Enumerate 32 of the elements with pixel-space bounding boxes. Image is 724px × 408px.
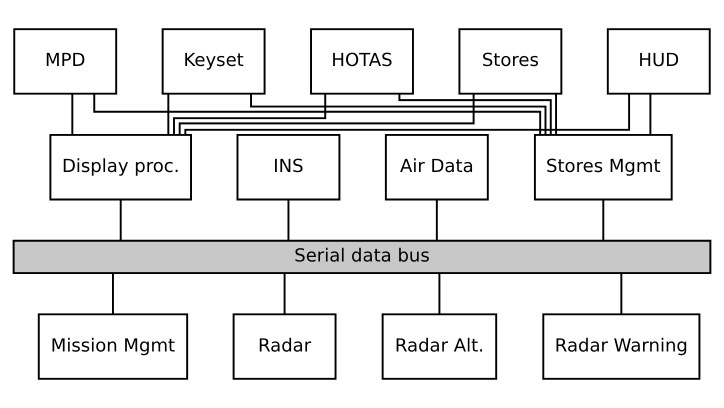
connector bbox=[120, 200, 122, 240]
node-box: Radar Alt. bbox=[382, 313, 498, 380]
node-box: INS bbox=[236, 134, 340, 200]
connector bbox=[649, 94, 652, 135]
connector bbox=[71, 94, 74, 135]
node-box: Mission Mgmt bbox=[38, 313, 188, 380]
node-box: HOTAS bbox=[310, 28, 414, 95]
connector bbox=[178, 94, 475, 135]
connector bbox=[602, 200, 604, 240]
connector bbox=[555, 94, 558, 135]
node-box: HUD bbox=[606, 28, 711, 95]
node-box: Display proc. bbox=[49, 134, 192, 200]
connector bbox=[184, 94, 630, 134]
connector bbox=[438, 273, 440, 314]
connector bbox=[284, 273, 286, 314]
node-box: Stores Mgmt bbox=[534, 134, 673, 200]
node-box: Stores bbox=[458, 28, 562, 95]
connector bbox=[250, 94, 546, 135]
connector bbox=[173, 94, 326, 135]
node-box: Keyset bbox=[162, 28, 266, 95]
node-box: Air Data bbox=[384, 134, 489, 200]
node-box: Radar Warning bbox=[542, 313, 700, 380]
connector bbox=[167, 94, 170, 135]
connector bbox=[112, 273, 114, 314]
connector bbox=[398, 94, 552, 135]
node-box: MPD bbox=[13, 28, 118, 95]
connector bbox=[436, 200, 438, 240]
connector bbox=[93, 94, 542, 135]
connector bbox=[620, 273, 622, 314]
node-box: Radar bbox=[232, 313, 337, 380]
connector bbox=[287, 200, 290, 240]
node-box: Serial data bus bbox=[12, 240, 712, 274]
